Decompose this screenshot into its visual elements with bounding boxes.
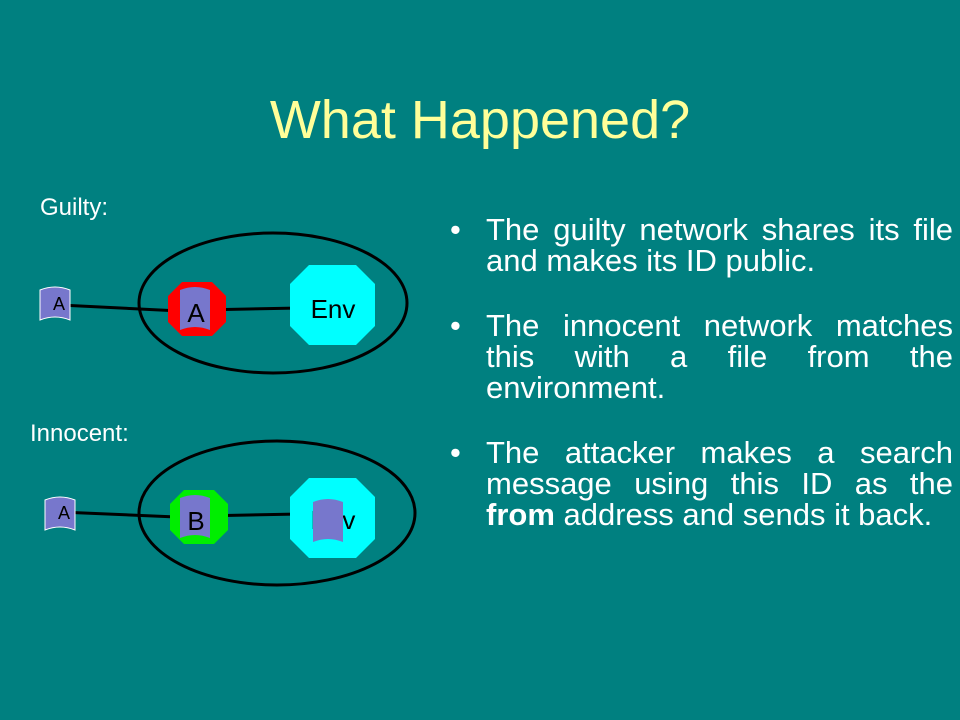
bullet-text-bold: from xyxy=(486,497,555,532)
bullet-item: • The attacker makes a search message us… xyxy=(448,437,953,530)
innocent-env-file-icon xyxy=(313,499,343,542)
guilty-outside-file-label: A xyxy=(53,294,65,314)
bullet-item: • The guilty network shares its file and… xyxy=(448,214,953,276)
bullet-text: The guilty network shares its file and m… xyxy=(486,212,953,278)
guilty-env-label: Env xyxy=(311,294,356,324)
bullet-text-after: address and sends it back. xyxy=(554,497,933,532)
innocent-node-label: B xyxy=(187,506,204,536)
guilty-label: Guilty: xyxy=(40,194,109,221)
guilty-node-label: A xyxy=(187,298,205,328)
bullet-text-before: The attacker makes a search message usin… xyxy=(486,435,953,501)
innocent-outside-file-label: A xyxy=(58,503,70,523)
guilty-node-file-icon xyxy=(180,287,210,330)
slide-title: What Happened? xyxy=(269,90,691,150)
bullet-marker: • xyxy=(450,308,461,343)
guilty-network: A Env A xyxy=(39,231,409,375)
innocent-outside-file-icon xyxy=(44,496,76,531)
bullet-list: • The guilty network shares its file and… xyxy=(448,214,953,564)
guilty-env-node xyxy=(290,265,375,345)
innocent-network: Env B A xyxy=(44,439,417,587)
bullet-item: • The innocent network matches this with… xyxy=(448,310,953,403)
innocent-network-ellipse xyxy=(137,439,417,587)
bullet-text: The innocent network matches this with a… xyxy=(486,308,953,405)
guilty-outside-file-icon xyxy=(39,286,71,321)
guilty-network-ellipse xyxy=(137,231,409,375)
bullet-marker: • xyxy=(450,435,461,470)
innocent-node-file-icon xyxy=(180,495,210,538)
innocent-label: Innocent: xyxy=(30,420,129,447)
bullet-marker: • xyxy=(450,212,461,247)
